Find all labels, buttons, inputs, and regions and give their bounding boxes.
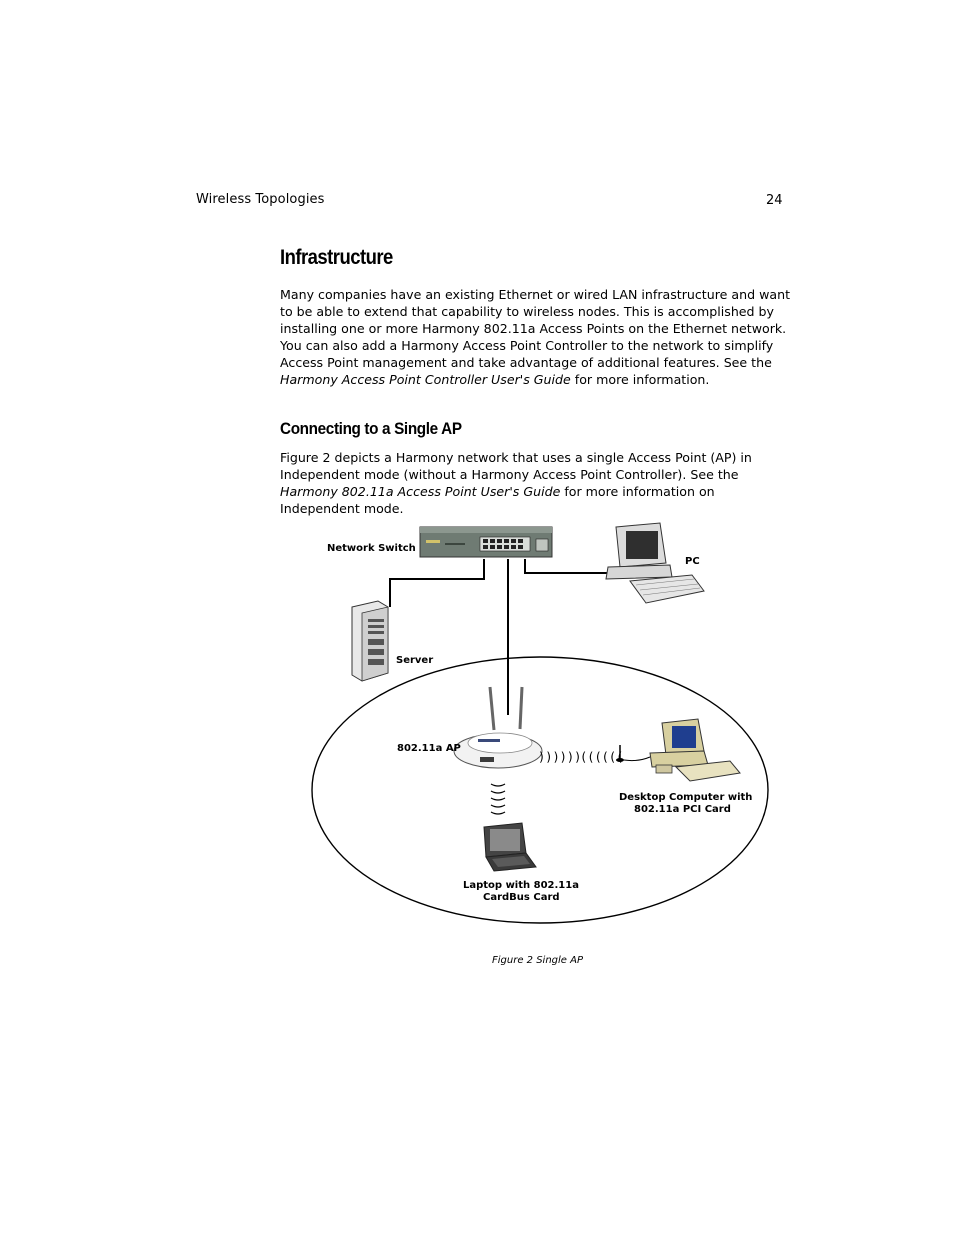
network-diagram: Network Switch PC Server (300, 515, 770, 935)
label-pc: PC (685, 556, 700, 567)
paragraph-text: Figure 2 depicts a Harmony network that … (280, 450, 752, 482)
paragraph-text-end: for more information. (571, 372, 710, 387)
label-server: Server (396, 655, 433, 666)
label-laptop-line1: Laptop with 802.11a (463, 880, 579, 891)
heading-single-ap: Connecting to a Single AP (280, 419, 462, 439)
page-number: 24 (766, 193, 783, 208)
desktop-computer-icon (650, 719, 740, 781)
guide-reference: Harmony Access Point Controller User's G… (280, 372, 571, 387)
heading-infrastructure: Infrastructure (280, 246, 393, 270)
ethernet-cables (390, 559, 618, 715)
signal-waves-out: )))))) (538, 750, 581, 764)
cable-switch-server (390, 559, 484, 607)
label-desktop-line2: 802.11a PCI Card (634, 804, 731, 815)
network-switch-icon (420, 527, 552, 557)
label-desktop-line1: Desktop Computer with (619, 792, 752, 803)
running-header-section: Wireless Topologies (196, 192, 325, 207)
paragraph-text: Many companies have an existing Ethernet… (280, 287, 790, 370)
signal-waves-down (491, 784, 505, 814)
label-laptop-line2: CardBus Card (483, 892, 560, 903)
label-network-switch: Network Switch (327, 543, 416, 554)
paragraph-single-ap: Figure 2 depicts a Harmony network that … (280, 449, 792, 517)
server-icon (352, 601, 388, 681)
guide-reference: Harmony 802.11a Access Point User's Guid… (280, 484, 560, 499)
label-802-11a-ap: 802.11a AP (397, 743, 461, 754)
figure-caption: Figure 2 Single AP (492, 955, 583, 966)
access-point-icon (454, 687, 542, 768)
paragraph-infrastructure: Many companies have an existing Ethernet… (280, 286, 792, 388)
laptop-icon (484, 823, 536, 871)
cable-switch-pc (525, 559, 618, 573)
signal-waves-in: (((((( (580, 750, 623, 764)
